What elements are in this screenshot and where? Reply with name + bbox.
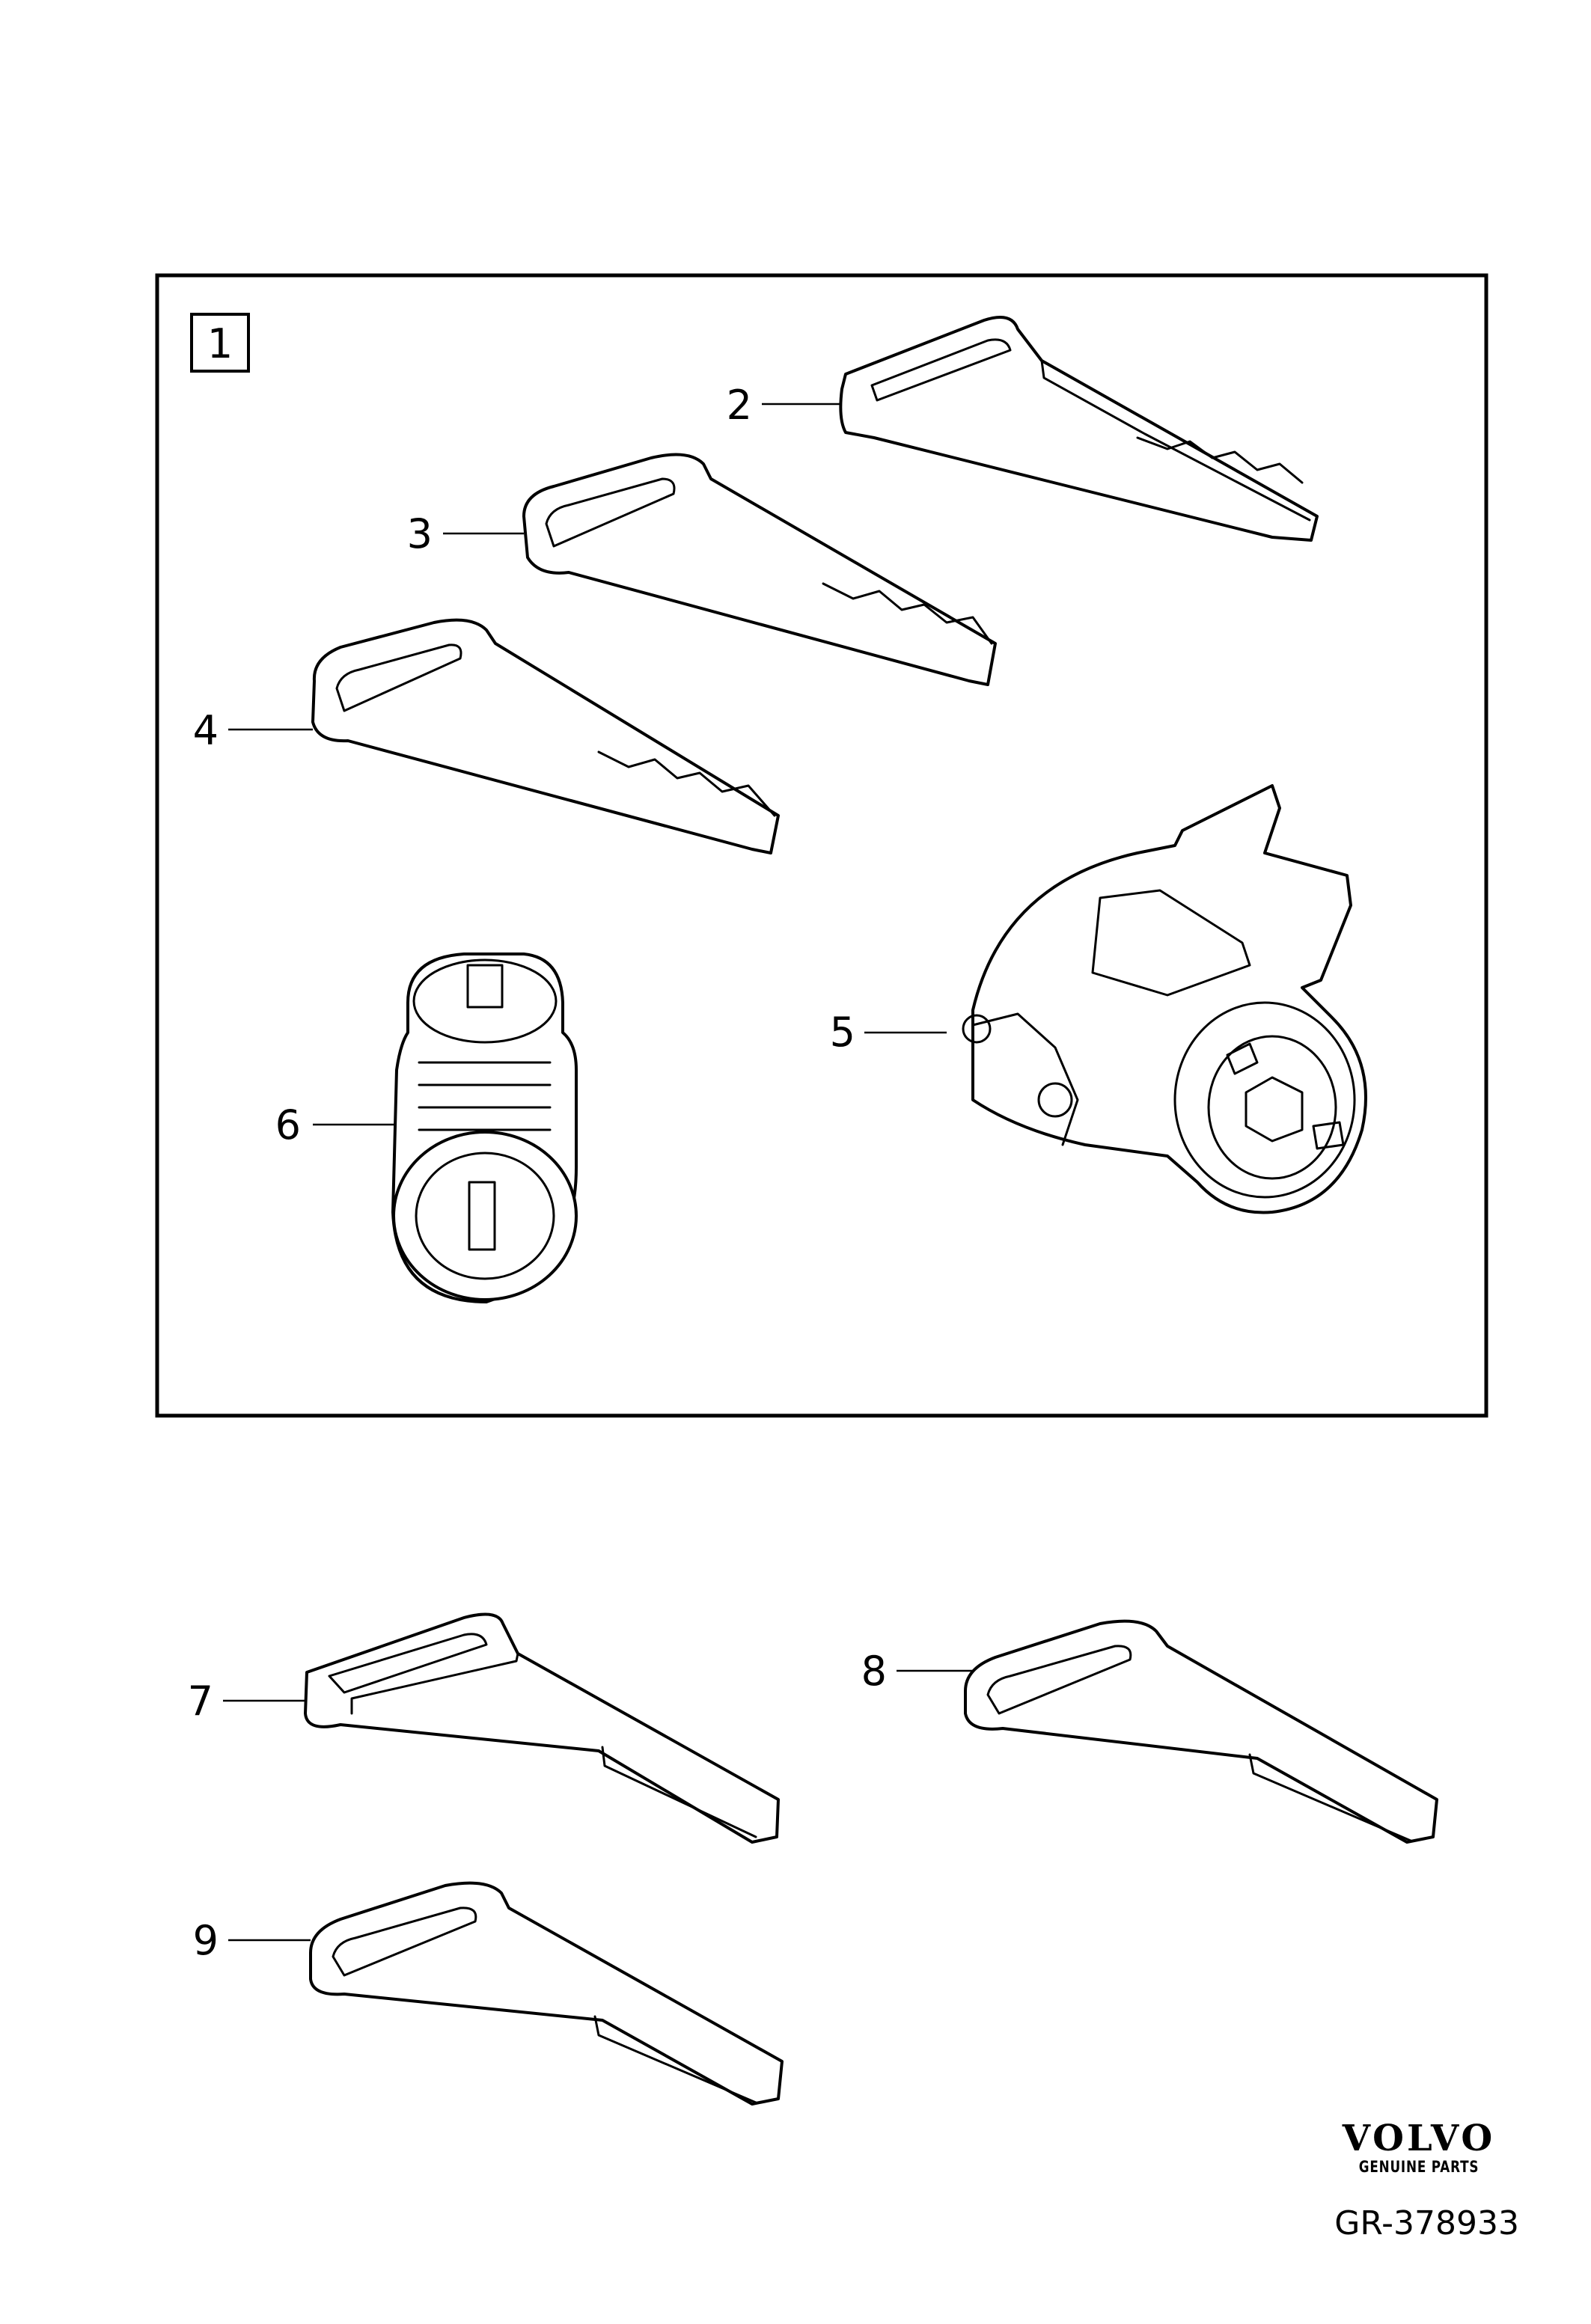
callout-9: 9 [193, 1917, 219, 1964]
volvo-brand-logo: VOLVO GENUINE PARTS [1322, 2119, 1516, 2176]
callout-3: 3 [407, 510, 433, 557]
callout-5: 5 [830, 1009, 855, 1056]
kit-number: 1 [207, 320, 233, 367]
key-blank-7 [304, 1612, 780, 1844]
callout-8: 8 [861, 1648, 887, 1695]
brand-subtitle: GENUINE PARTS [1358, 2158, 1479, 2176]
lock-cylinder-5 [962, 784, 1367, 1214]
callout-6: 6 [275, 1101, 301, 1149]
key-blade-4 [311, 618, 780, 854]
key-blade-2 [839, 316, 1319, 542]
kit-number-box [190, 313, 250, 373]
kit-frame [155, 273, 1488, 1418]
drawing-number: GR-378933 [1334, 2204, 1519, 2242]
brand-name: VOLVO [1342, 2117, 1496, 2159]
key-blank-9 [309, 1881, 784, 2106]
key-blade-3 [522, 453, 997, 686]
callout-2: 2 [727, 382, 752, 429]
key-blank-8 [964, 1619, 1438, 1844]
lock-cylinder-6 [391, 952, 578, 1303]
callout-7: 7 [188, 1678, 213, 1725]
callout-4: 4 [193, 707, 219, 754]
